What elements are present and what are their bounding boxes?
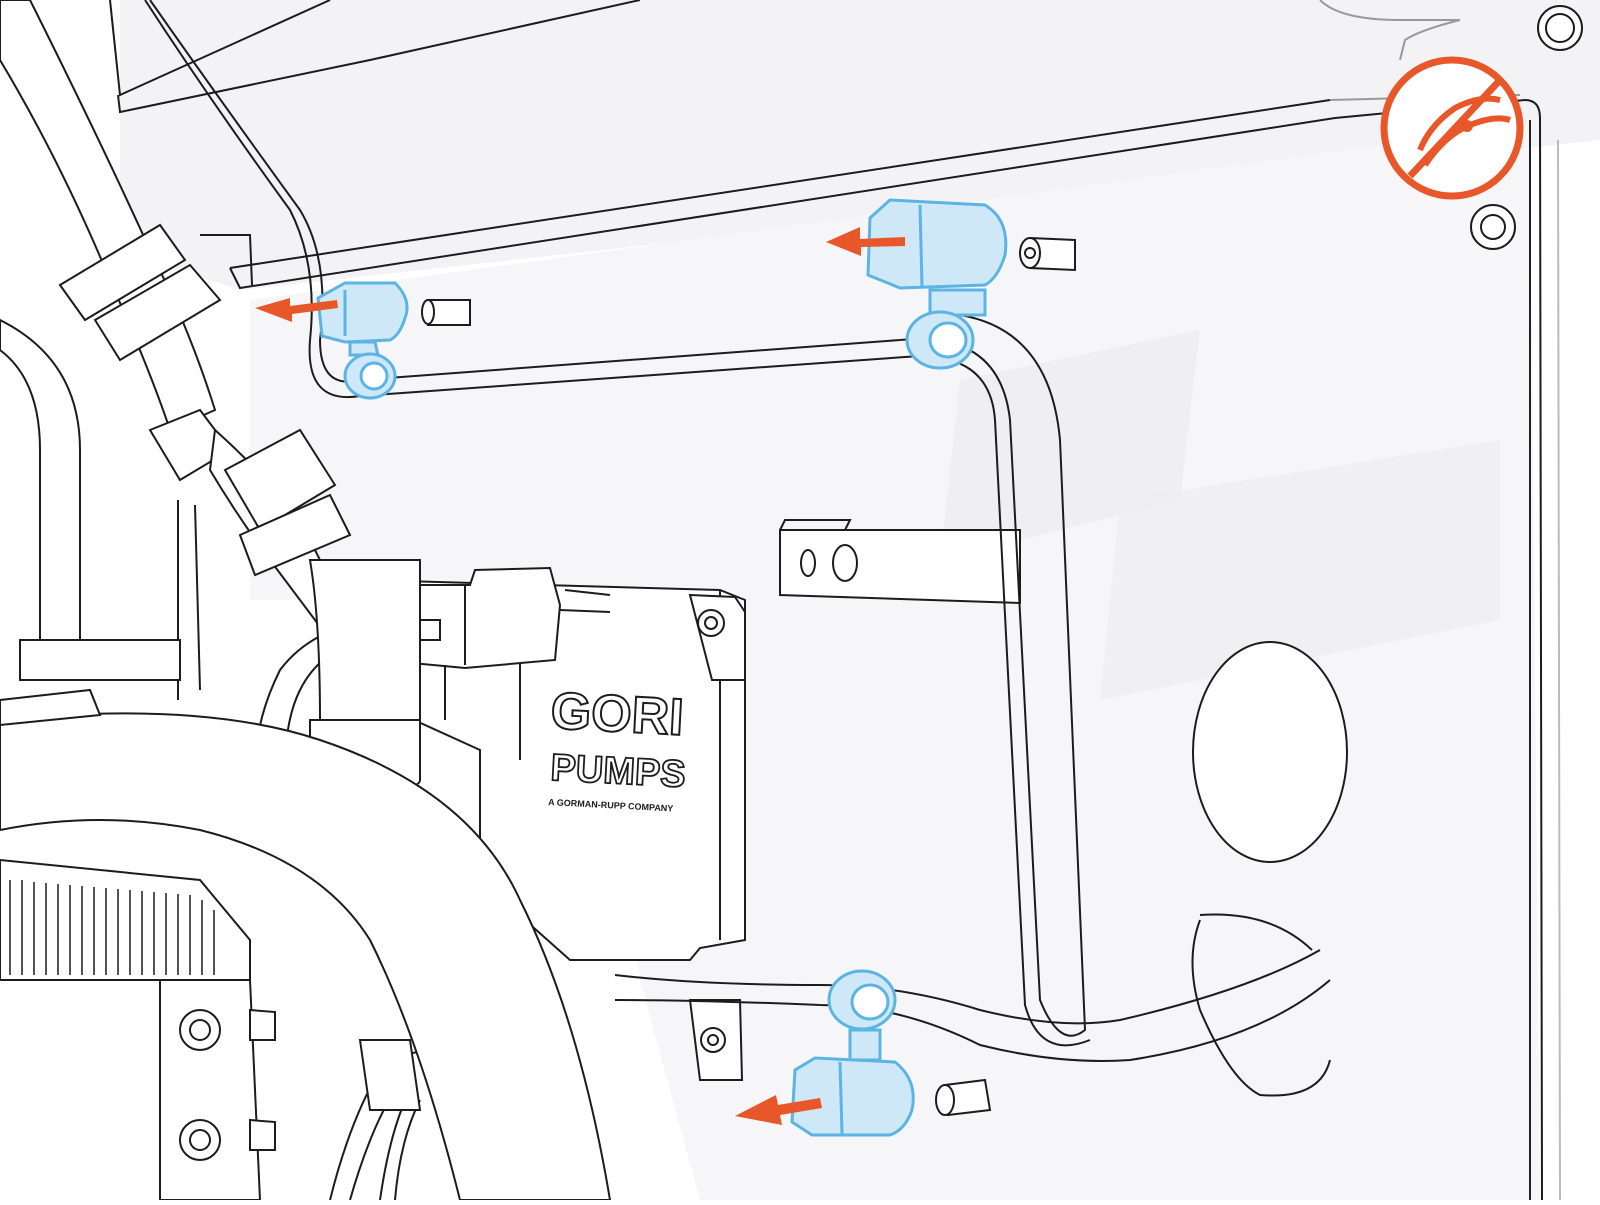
- cables: [144, 0, 1331, 1201]
- clip-upper-left: [316, 281, 409, 400]
- pliers-icon: [1380, 56, 1524, 200]
- clip-upper-center: [866, 198, 1008, 370]
- hoses: [0, 0, 612, 1201]
- mounting-panel: [177, 500, 1348, 1097]
- arrow-upper-center: [826, 227, 905, 256]
- pump-body: [369, 578, 746, 1081]
- logo-gori: GORI: [549, 682, 685, 747]
- removal-arrows: [255, 227, 905, 1125]
- arrow-lower: [735, 1095, 822, 1125]
- background-shading: [120, 0, 1600, 1200]
- pump-logo: GORI PUMPS A GORMAN-RUPP COMPANY: [548, 681, 688, 813]
- bar-bracket: [779, 519, 1021, 605]
- arrow-upper-left: [255, 298, 338, 322]
- standoffs: [421, 5, 1583, 1117]
- highlighted-clips: [316, 198, 1008, 1137]
- clip-lower: [790, 969, 915, 1137]
- logo-pumps: PUMPS: [550, 747, 687, 796]
